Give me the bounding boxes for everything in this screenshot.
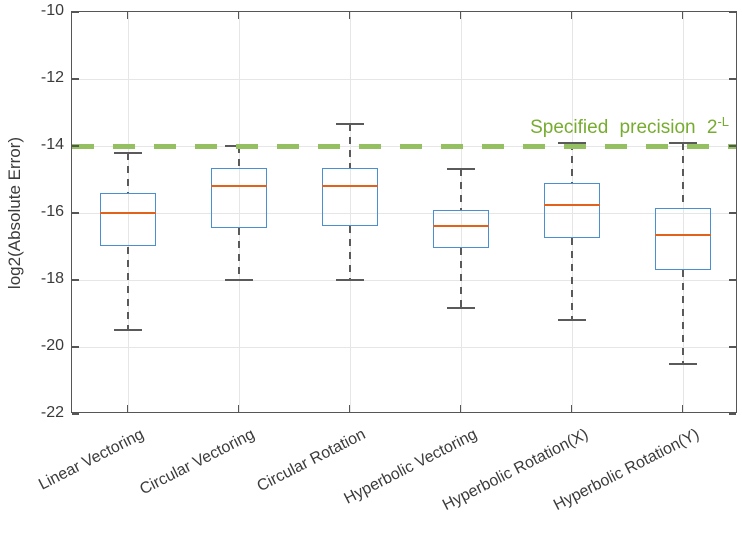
vertical-gridline <box>682 12 684 412</box>
whisker-lower-hyperbolic-vectoring <box>459 248 462 309</box>
x-tick-label: Circular Vectoring <box>137 425 258 499</box>
horizontal-gridline <box>72 79 736 80</box>
y-tick-mark-left <box>72 11 79 13</box>
y-tick-mark-right <box>729 145 736 147</box>
y-tick-mark-left <box>72 78 79 80</box>
median-linear-vectoring <box>99 212 156 214</box>
x-tick-mark-top <box>348 12 351 19</box>
box-hyperbolic-vectoring <box>432 209 489 249</box>
whisker-upper-hyperbolic-vectoring <box>459 169 462 210</box>
horizontal-gridline <box>72 347 736 348</box>
y-tick-mark-left <box>72 145 79 147</box>
x-tick-mark-bottom <box>348 405 351 412</box>
y-tick-label: -20 <box>40 337 64 354</box>
box-circular-rotation <box>321 167 378 227</box>
whisker-upper-linear-vectoring <box>126 152 129 193</box>
median-circular-vectoring <box>210 185 267 188</box>
y-tick-label: -16 <box>40 203 64 220</box>
whisker-cap-lower-hyperbolic-vectoring <box>446 307 475 310</box>
whisker-upper-hyperbolic-rotation-x <box>570 142 573 183</box>
median-hyperbolic-rotation-y <box>654 233 711 236</box>
whisker-cap-lower-linear-vectoring <box>113 329 142 332</box>
x-tick-mark-bottom <box>681 405 684 412</box>
y-tick-mark-left <box>72 279 79 281</box>
x-tick-mark-top <box>681 12 684 19</box>
whisker-cap-upper-hyperbolic-vectoring <box>446 168 475 171</box>
x-tick-mark-bottom <box>237 405 240 412</box>
y-tick-label: -18 <box>40 270 64 287</box>
x-tick-mark-top <box>570 12 573 19</box>
x-tick-mark-bottom <box>126 405 129 412</box>
y-tick-label: -14 <box>40 136 64 153</box>
horizontal-gridline <box>72 280 736 281</box>
median-circular-rotation <box>321 185 378 188</box>
whisker-upper-circular-vectoring <box>237 146 240 168</box>
y-tick-label: -10 <box>40 2 64 19</box>
x-tick-mark-top <box>459 12 462 19</box>
specified-precision-label: Specified precision 2-L <box>530 114 729 139</box>
y-tick-mark-left <box>72 413 79 415</box>
whisker-lower-hyperbolic-rotation-y <box>681 269 684 364</box>
whisker-cap-upper-hyperbolic-rotation-x <box>557 141 586 144</box>
whisker-cap-upper-circular-rotation <box>335 123 364 126</box>
y-tick-label: -12 <box>40 69 64 86</box>
x-tick-mark-top <box>126 12 129 19</box>
y-tick-mark-right <box>729 413 736 415</box>
specified-precision-text: Specified precision 2 <box>530 117 718 138</box>
whisker-cap-lower-circular-rotation <box>335 279 364 281</box>
vertical-gridline <box>349 12 351 412</box>
median-hyperbolic-rotation-x <box>543 203 600 206</box>
horizontal-gridline <box>72 213 736 214</box>
x-tick-mark-bottom <box>459 405 462 412</box>
x-tick-mark-top <box>237 12 240 19</box>
y-tick-mark-right <box>729 346 736 348</box>
y-tick-mark-left <box>72 212 79 214</box>
box-hyperbolic-rotation-y <box>654 207 711 270</box>
whisker-cap-lower-circular-vectoring <box>224 279 253 281</box>
y-tick-mark-left <box>72 346 79 348</box>
box-circular-vectoring <box>210 167 267 229</box>
whisker-cap-lower-hyperbolic-rotation-y <box>668 362 697 365</box>
box-hyperbolic-rotation-x <box>543 182 600 239</box>
median-hyperbolic-vectoring <box>432 225 489 228</box>
whisker-cap-upper-linear-vectoring <box>113 151 142 154</box>
whisker-upper-hyperbolic-rotation-y <box>681 142 684 208</box>
y-tick-mark-right <box>729 279 736 281</box>
whisker-lower-hyperbolic-rotation-x <box>570 238 573 321</box>
specified-precision-line <box>72 143 736 149</box>
whisker-lower-circular-rotation <box>348 226 351 280</box>
whisker-cap-lower-hyperbolic-rotation-x <box>557 319 586 322</box>
x-tick-mark-bottom <box>570 405 573 412</box>
whisker-lower-circular-vectoring <box>237 228 240 280</box>
plot-area: Specified precision 2-L <box>71 11 737 415</box>
y-tick-mark-right <box>729 212 736 214</box>
y-tick-mark-right <box>729 11 736 13</box>
y-tick-mark-right <box>729 78 736 80</box>
box-linear-vectoring <box>99 192 156 247</box>
vertical-gridline <box>238 12 240 412</box>
specified-precision-superscript: -L <box>717 114 729 129</box>
vertical-gridline <box>571 12 573 412</box>
vertical-gridline <box>460 12 462 412</box>
whisker-lower-linear-vectoring <box>126 246 129 331</box>
whisker-cap-upper-hyperbolic-rotation-y <box>668 141 697 144</box>
x-tick-label: Linear Vectoring <box>35 425 147 494</box>
y-tick-label: -22 <box>40 404 64 421</box>
